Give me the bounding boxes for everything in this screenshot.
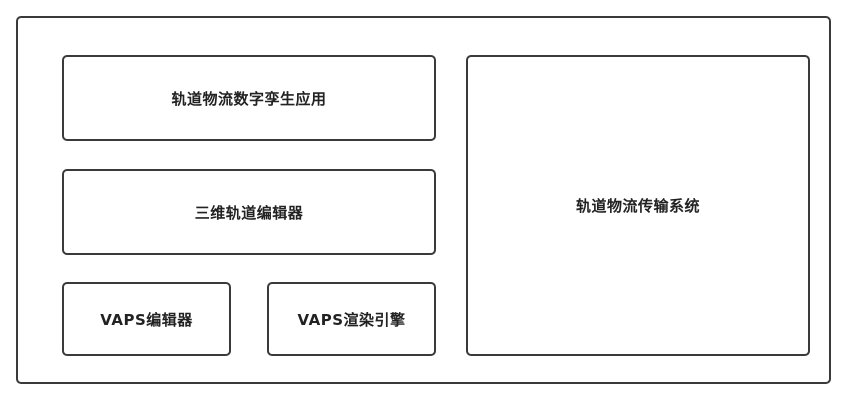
transport-system-block: 轨道物流传输系统: [466, 55, 810, 356]
digital-twin-app-label: 轨道物流数字孪生应用: [171, 89, 327, 108]
track-editor-3d-block: 三维轨道编辑器: [62, 169, 436, 255]
vaps-render-engine-block: VAPS渲染引擎: [267, 282, 436, 356]
system-container-frame: [16, 16, 831, 384]
vaps-editor-block: VAPS编辑器: [62, 282, 231, 356]
vaps-editor-label: VAPS编辑器: [100, 310, 193, 329]
track-editor-3d-label: 三维轨道编辑器: [194, 203, 304, 222]
transport-system-label: 轨道物流传输系统: [575, 197, 700, 215]
digital-twin-app-block: 轨道物流数字孪生应用: [62, 55, 436, 141]
vaps-render-engine-label: VAPS渲染引擎: [297, 310, 406, 329]
